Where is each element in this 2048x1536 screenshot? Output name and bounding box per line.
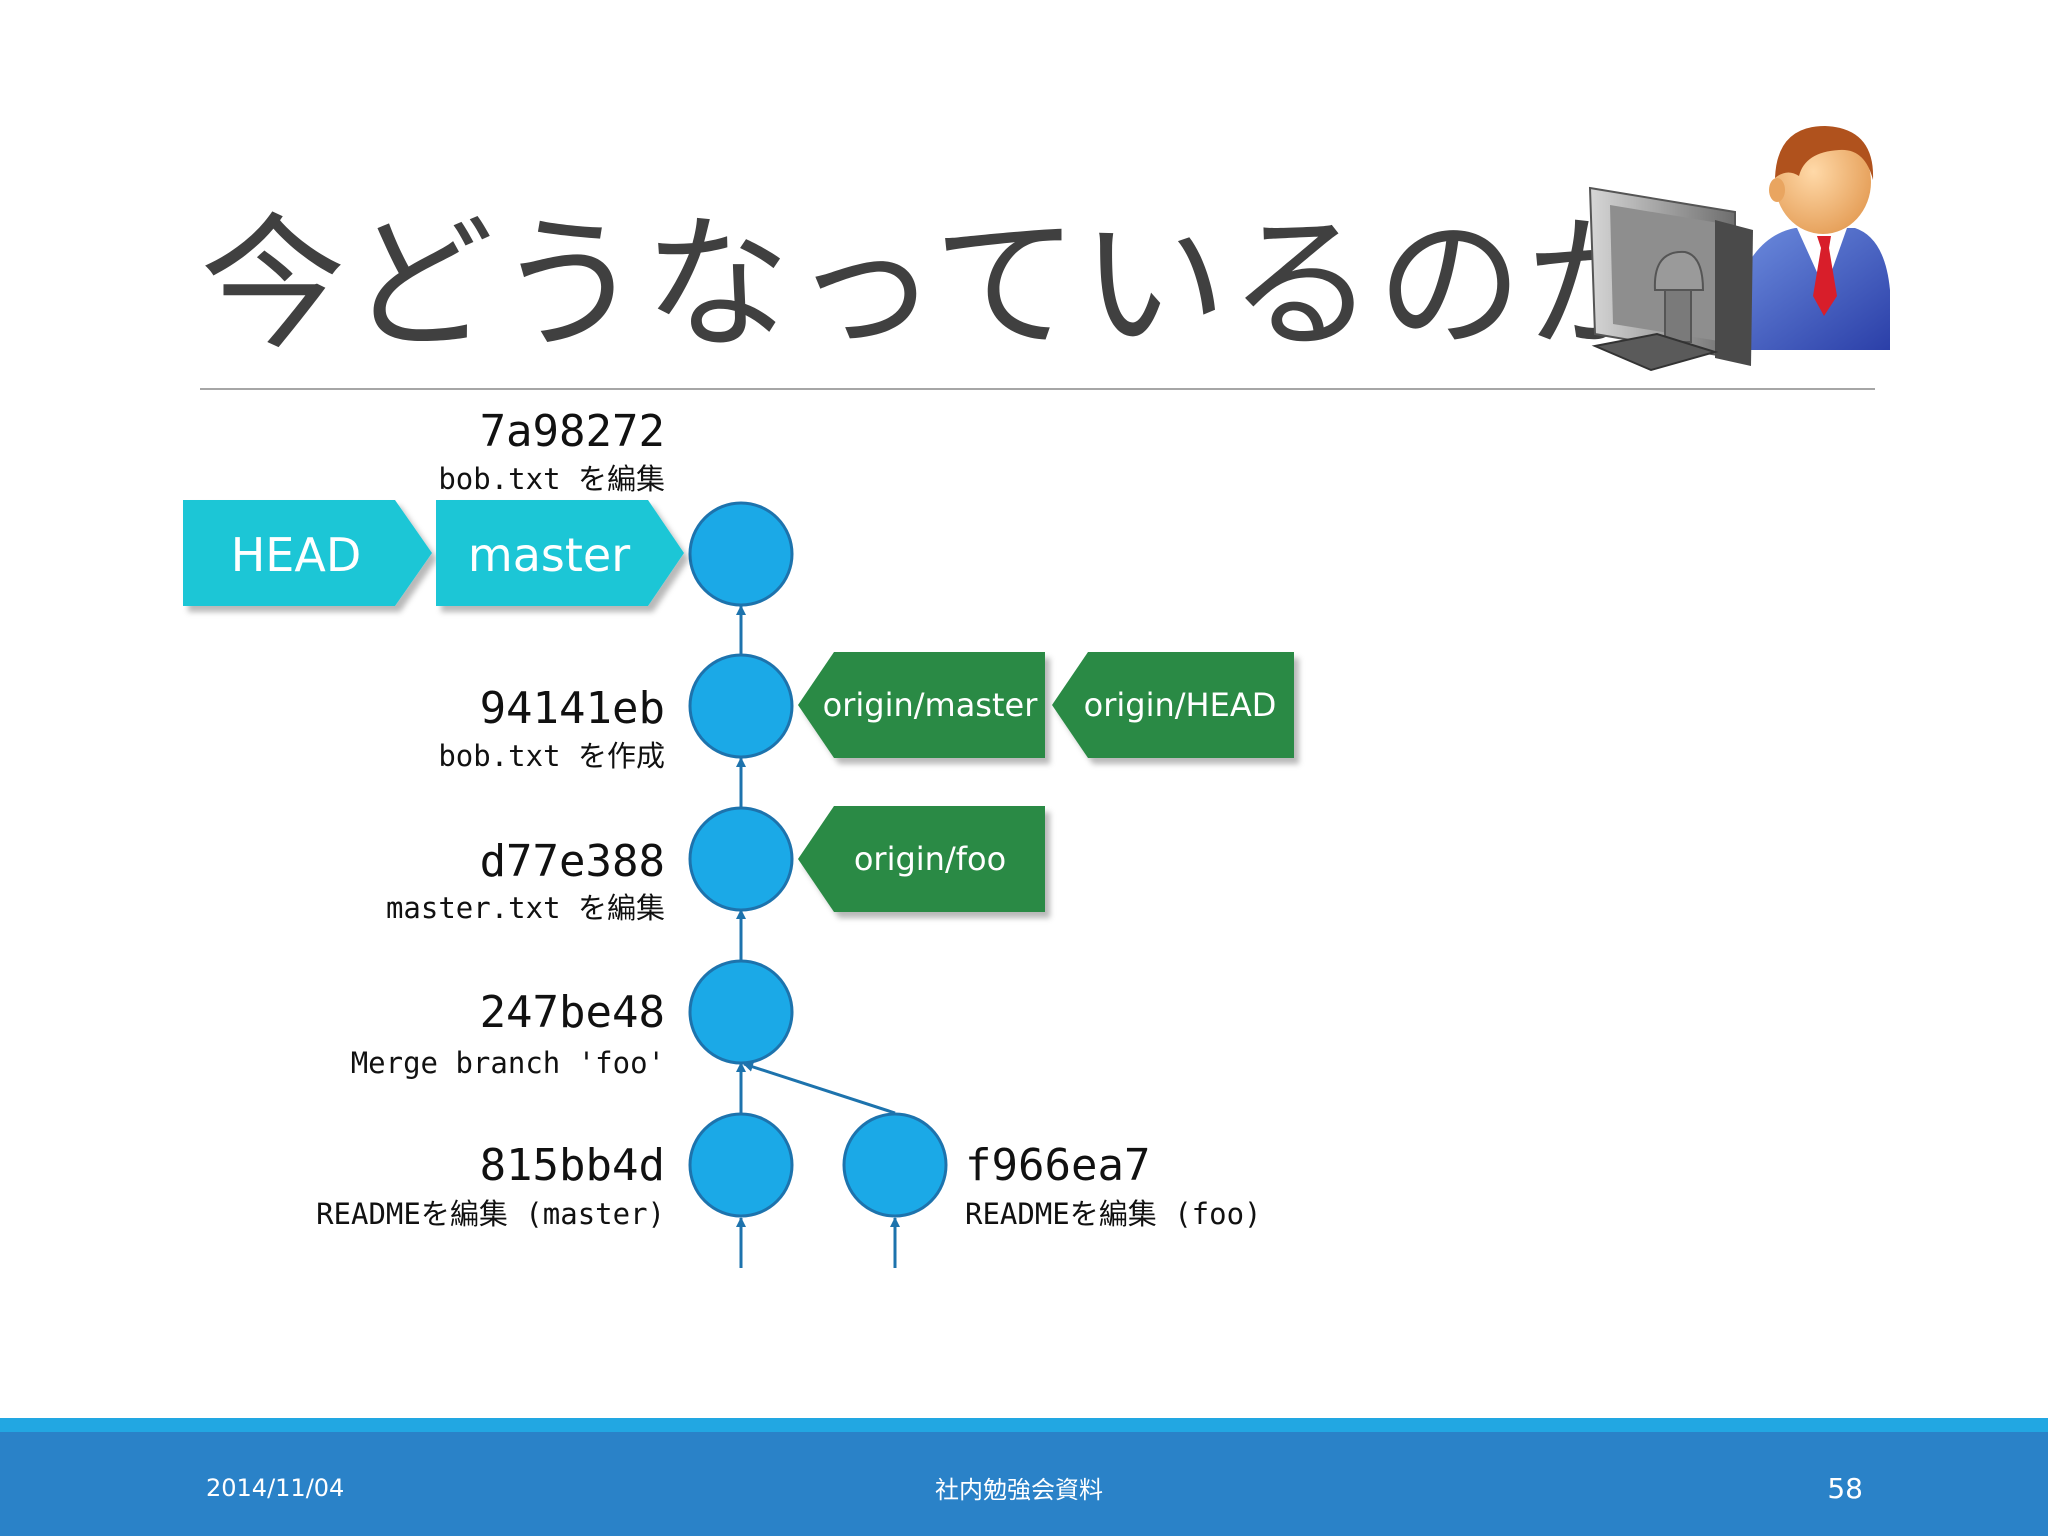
ref-origin-master-label: origin/master (823, 686, 1039, 724)
commit-id-247be48: 247be48 (480, 987, 665, 1038)
commit-node-247be48[interactable] (688, 959, 794, 1065)
ref-head[interactable] (183, 500, 432, 606)
commit-message-d77e388: master.txt を編集 (386, 891, 665, 925)
commit-message-94141eb: bob.txt を作成 (438, 739, 665, 773)
commit-node-94141eb[interactable] (688, 653, 794, 759)
slide-title: 今どうなっているのか (200, 200, 1673, 370)
commit-id-7a98272: 7a98272 (480, 406, 665, 457)
commit-message-7a98272: bob.txt を編集 (438, 462, 665, 496)
commit-message-f966ea7: READMEを編集 (foo) (965, 1197, 1262, 1231)
commit-edges (736, 605, 900, 1268)
footer-accent-strip (0, 1418, 2048, 1432)
ref-origin-foo-label: origin/foo (854, 840, 1006, 878)
ref-origin-master[interactable] (798, 652, 1045, 758)
ref-origin-foo[interactable] (798, 806, 1045, 912)
ref-master-label: master (468, 528, 630, 582)
commit-id-815bb4d: 815bb4d (480, 1140, 665, 1191)
commit-node-7a98272[interactable] (688, 501, 794, 607)
commit-node-815bb4d[interactable] (688, 1112, 794, 1218)
ref-master[interactable] (436, 500, 684, 606)
title-divider (200, 388, 1875, 390)
edge-f966ea7-to-247be48 (743, 1062, 896, 1115)
commit-node-f966ea7[interactable] (842, 1112, 948, 1218)
commit-id-94141eb: 94141eb (480, 683, 665, 734)
commit-node-d77e388[interactable] (688, 806, 794, 912)
commit-message-815bb4d: READMEを編集 (master) (316, 1197, 665, 1231)
git-commit-graph: 7a98272 bob.txt を編集 94141eb bob.txt を作成 … (183, 406, 1294, 1268)
commit-message-247be48: Merge branch 'foo' (351, 1046, 665, 1080)
commit-nodes (688, 501, 948, 1218)
commit-id-f966ea7: f966ea7 (965, 1140, 1150, 1191)
page-number: 58 (1827, 1472, 1863, 1505)
user-at-computer-icon (1588, 126, 1890, 372)
ref-origin-head-label: origin/HEAD (1084, 686, 1277, 724)
footer-caption: 社内勉強会資料 (935, 1476, 1103, 1504)
footer-date: 2014/11/04 (206, 1474, 345, 1502)
ref-origin-head[interactable] (1052, 652, 1294, 758)
commit-id-d77e388: d77e388 (480, 836, 665, 887)
ref-head-label: HEAD (231, 528, 362, 582)
footer-bar (0, 1418, 2048, 1536)
